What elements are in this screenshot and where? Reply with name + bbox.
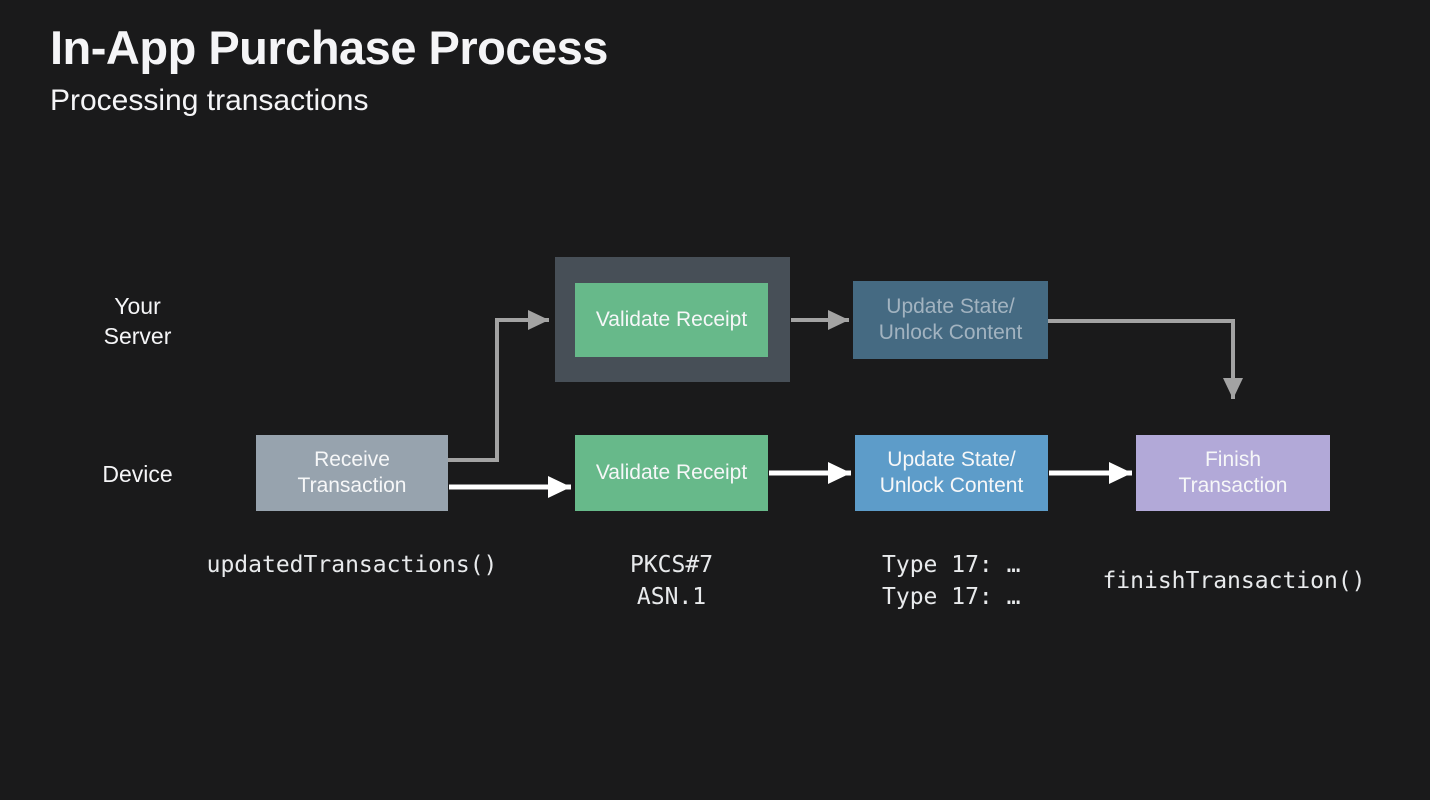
box-label: Validate Receipt — [595, 308, 748, 331]
box-label: Validate Receipt — [595, 461, 748, 484]
code-line: PKCS#7 — [629, 552, 714, 578]
code-type-17: Type 17: … Type 17: … — [882, 549, 1020, 613]
box-finish-transaction: Finish Transaction — [1136, 435, 1330, 511]
code-line: ASN.1 — [636, 584, 707, 610]
code-finish-transaction: finishTransaction() — [1102, 568, 1366, 594]
box-receive-transaction: Receive Transaction — [256, 435, 448, 511]
box-label-line: Transaction — [297, 474, 407, 497]
box-device-validate-receipt: Validate Receipt — [575, 435, 768, 511]
lane-label-line: Your — [114, 293, 161, 319]
box-label-line: Unlock Content — [878, 321, 1023, 344]
box-server-validate-receipt: Validate Receipt — [575, 283, 768, 357]
box-server-update-state: Update State/ Unlock Content — [853, 281, 1048, 359]
code-pkcs-asn: PKCS#7 ASN.1 — [575, 549, 768, 613]
page-title: In-App Purchase Process — [50, 21, 608, 74]
box-label-line: Finish — [1204, 448, 1262, 471]
code-line: Type 17: … — [882, 584, 1021, 610]
page-subtitle: Processing transactions — [50, 84, 369, 117]
box-label-line: Transaction — [1178, 474, 1288, 497]
box-label-line: Receive — [314, 448, 390, 471]
code-updated-transactions: updatedTransactions() — [206, 552, 498, 578]
box-device-update-state: Update State/ Unlock Content — [855, 435, 1048, 511]
code-line: Type 17: … — [882, 552, 1021, 578]
lane-label-your-server: Your Server — [75, 291, 200, 351]
box-label-line: Update State/ — [887, 448, 1016, 471]
lane-label-line: Server — [103, 323, 172, 349]
box-label-line: Unlock Content — [879, 474, 1024, 497]
arrow-server-update-to-finish — [1048, 319, 1243, 399]
lane-label-device: Device — [102, 461, 173, 487]
arrow-receive-to-server-validate — [448, 310, 549, 462]
box-label-line: Update State/ — [886, 295, 1015, 318]
